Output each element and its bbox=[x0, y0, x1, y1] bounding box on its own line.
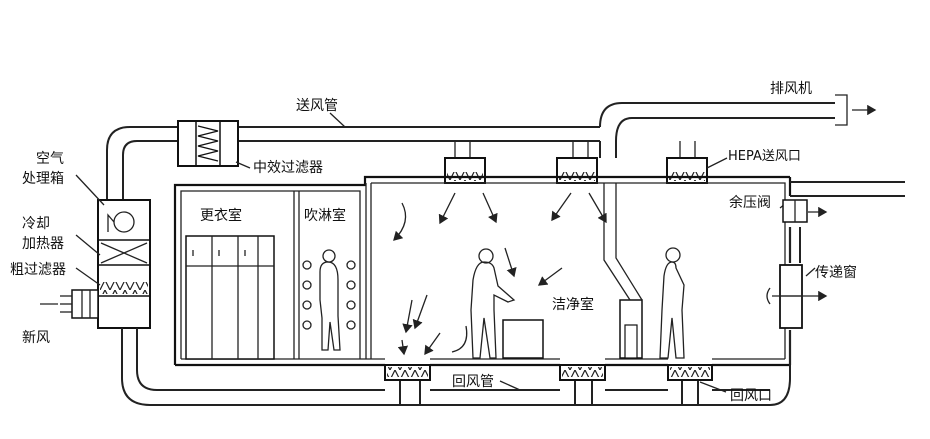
label-ahu-2: 处理箱 bbox=[22, 171, 64, 187]
label-air-shower: 吹淋室 bbox=[304, 207, 346, 224]
clean-room-workers bbox=[470, 183, 685, 359]
air-handling-unit bbox=[60, 199, 151, 329]
return-outlets bbox=[384, 364, 713, 381]
exhaust-fan bbox=[835, 94, 877, 126]
label-cooler-1: 冷却 bbox=[22, 216, 50, 232]
label-coarse-filter: 粗过滤器 bbox=[10, 262, 66, 278]
label-supply-duct: 送风管 bbox=[296, 98, 338, 114]
label-changing-room: 更衣室 bbox=[200, 207, 242, 224]
label-fresh-air: 新风 bbox=[22, 330, 50, 346]
label-medium-filter: 中效过滤器 bbox=[253, 160, 323, 176]
hepa-branches bbox=[454, 141, 696, 158]
pass-box bbox=[766, 264, 828, 329]
label-return-outlet: 回风口 bbox=[730, 388, 772, 404]
air-shower bbox=[302, 249, 356, 351]
label-cooler-2: 加热器 bbox=[22, 236, 64, 252]
return-duct bbox=[121, 328, 770, 406]
label-return-duct: 回风管 bbox=[452, 374, 494, 390]
label-relief-valve: 余压阀 bbox=[729, 194, 771, 211]
label-exhaust-fan: 排风机 bbox=[770, 81, 812, 97]
label-ahu-1: 空气 bbox=[36, 151, 64, 167]
relief-valve bbox=[782, 199, 828, 223]
label-hepa-outlet: HEPA送风口 bbox=[728, 149, 801, 164]
right-ducts bbox=[769, 181, 905, 406]
hepa-outlets bbox=[444, 157, 708, 184]
lockers bbox=[185, 235, 275, 360]
supply-duct bbox=[106, 102, 835, 200]
airflow-arrows bbox=[393, 192, 607, 356]
medium-filter bbox=[177, 120, 239, 167]
label-clean-room: 洁净室 bbox=[552, 296, 594, 313]
left-leaders bbox=[75, 112, 816, 393]
labels: 排风机 送风管 中效过滤器 HEPA送风口 空气 处理箱 冷却 加热器 粗过滤器… bbox=[10, 81, 857, 404]
label-pass-box: 传递窗 bbox=[815, 264, 857, 281]
